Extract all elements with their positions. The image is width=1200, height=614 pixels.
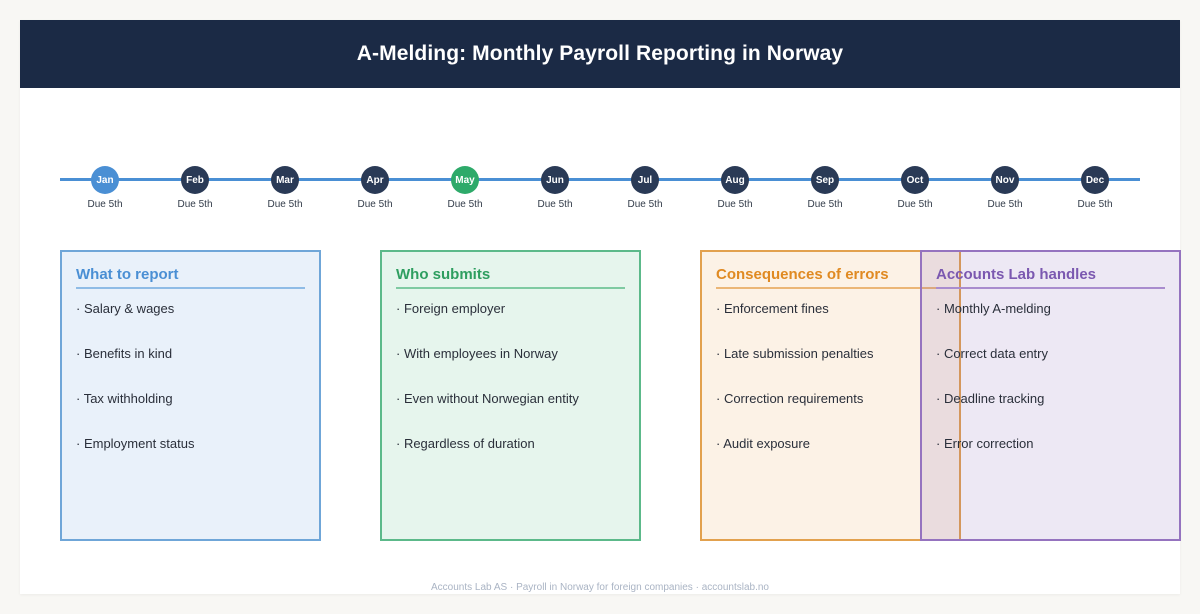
list-item: · With employees in Norway	[396, 346, 558, 361]
list-item: · Benefits in kind	[76, 346, 173, 361]
timeline-line	[60, 178, 1140, 181]
month-dot: Apr	[361, 166, 389, 194]
due-label: Due 5th	[357, 199, 393, 210]
due-label: Due 5th	[897, 199, 933, 210]
box-list: · Monthly A-melding · Correct data entry…	[936, 301, 1165, 481]
month-marker: Dec Due 5th	[1050, 166, 1140, 210]
box-list: · Foreign employer · With employees in N…	[396, 301, 625, 481]
list-item: · Even without Norwegian entity	[396, 391, 579, 406]
month-marker: Jul Due 5th	[600, 166, 690, 210]
list-item: · Tax withholding	[76, 391, 173, 406]
month-dot: Oct	[901, 166, 929, 194]
accounts-lab-handles-box: Accounts Lab handles · Monthly A-melding…	[920, 250, 1181, 541]
due-label: Due 5th	[987, 199, 1023, 210]
list-item: · Regardless of duration	[396, 436, 535, 451]
month-dot: Jul	[631, 166, 659, 194]
month-dot: Jan	[91, 166, 119, 194]
list-item: · Monthly A-melding	[936, 301, 1051, 316]
month-marker: Oct Due 5th	[870, 166, 960, 210]
list-item: · Enforcement fines	[716, 301, 829, 316]
month-dot: Mar	[271, 166, 299, 194]
due-label: Due 5th	[537, 199, 573, 210]
due-label: Due 5th	[87, 199, 123, 210]
list-item: · Deadline tracking	[936, 391, 1045, 406]
content-card	[20, 20, 1180, 594]
month-marker: Apr Due 5th	[330, 166, 420, 210]
month-dot: Jun	[541, 166, 569, 194]
due-label: Due 5th	[177, 199, 213, 210]
list-item: · Correct data entry	[936, 346, 1048, 361]
month-marker: Aug Due 5th	[690, 166, 780, 210]
due-label: Due 5th	[807, 199, 843, 210]
page-title: A-Melding: Monthly Payroll Reporting in …	[356, 42, 844, 65]
footer-text: Accounts Lab AS · Payroll in Norway for …	[431, 582, 769, 593]
box-title: Accounts Lab handles	[936, 266, 1165, 289]
box-title: What to report	[76, 266, 305, 289]
list-item: · Late submission penalties	[716, 346, 874, 361]
month-marker: Jun Due 5th	[510, 166, 600, 210]
month-dot: Sep	[811, 166, 839, 194]
month-dot: May	[451, 166, 479, 194]
due-label: Due 5th	[717, 199, 753, 210]
list-item: · Audit exposure	[716, 436, 810, 451]
box-title: Who submits	[396, 266, 625, 289]
list-item: · Error correction	[936, 436, 1034, 451]
month-marker: Sep Due 5th	[780, 166, 870, 210]
month-dot: Nov	[991, 166, 1019, 194]
list-item: · Employment status	[76, 436, 195, 451]
month-dot: Aug	[721, 166, 749, 194]
month-marker: May Due 5th	[420, 166, 510, 210]
month-dot: Feb	[181, 166, 209, 194]
box-list: · Enforcement fines · Late submission pe…	[716, 301, 945, 481]
list-item: · Correction requirements	[716, 391, 864, 406]
due-label: Due 5th	[267, 199, 303, 210]
consequences-box: Consequences of errors · Enforcement fin…	[700, 250, 961, 541]
due-label: Due 5th	[627, 199, 663, 210]
box-title: Consequences of errors	[716, 266, 948, 289]
box-list: · Salary & wages · Benefits in kind · Ta…	[76, 301, 305, 481]
due-label: Due 5th	[1077, 199, 1113, 210]
month-dot: Dec	[1081, 166, 1109, 194]
what-to-report-box: What to report · Salary & wages · Benefi…	[60, 250, 321, 541]
due-label: Due 5th	[447, 199, 483, 210]
who-submits-box: Who submits · Foreign employer · With em…	[380, 250, 641, 541]
month-marker: Mar Due 5th	[240, 166, 330, 210]
month-marker: Feb Due 5th	[150, 166, 240, 210]
month-marker: Jan Due 5th	[60, 166, 150, 210]
list-item: · Salary & wages	[76, 301, 175, 316]
month-marker: Nov Due 5th	[960, 166, 1050, 210]
header-banner: A-Melding: Monthly Payroll Reporting in …	[20, 20, 1180, 88]
list-item: · Foreign employer	[396, 301, 506, 316]
